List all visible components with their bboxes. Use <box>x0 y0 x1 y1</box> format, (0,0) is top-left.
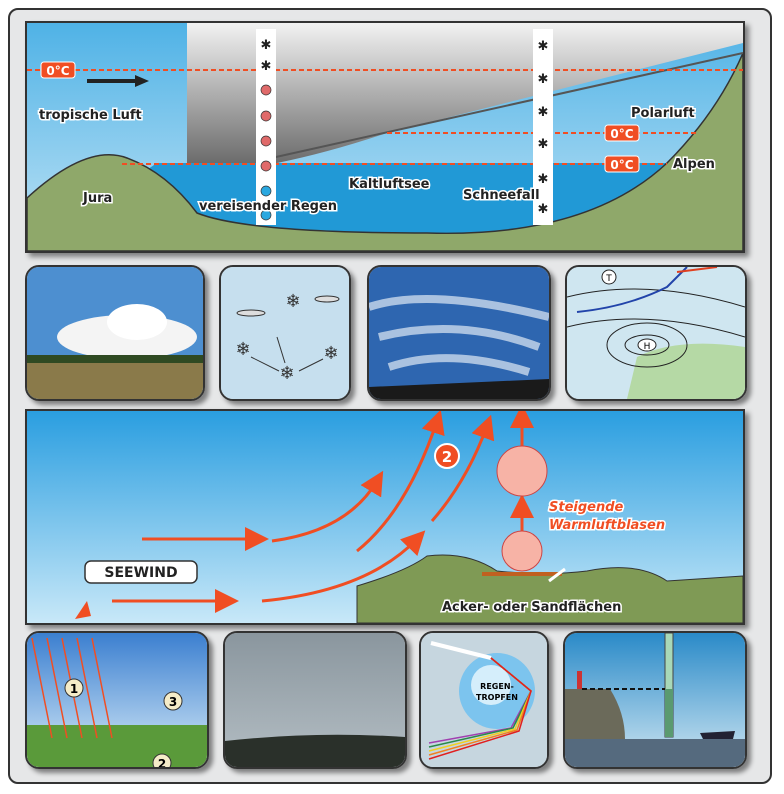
svg-text:0°C: 0°C <box>610 158 633 172</box>
number-3: 3 <box>169 695 177 709</box>
svg-text:✱: ✱ <box>538 72 549 87</box>
svg-text:0°C: 0°C <box>610 127 633 141</box>
label-jura: Jura <box>82 191 112 206</box>
label-cold-air-lake: Kaltluftsee <box>349 177 430 192</box>
svg-text:✱: ✱ <box>538 105 549 120</box>
overcast-photo <box>223 631 407 769</box>
label-snowfall: Schneefall <box>463 188 540 203</box>
svg-text:✱: ✱ <box>261 59 272 74</box>
seewind-label: SEEWIND <box>104 565 177 581</box>
number-2: 2 <box>158 757 166 767</box>
drop-label-1: REGEN- <box>480 682 514 691</box>
svg-text:❄: ❄ <box>235 339 250 360</box>
label-thermals-1: Steigende <box>549 500 624 515</box>
low-pressure-label: T <box>605 274 612 284</box>
svg-text:✱: ✱ <box>538 172 549 187</box>
svg-text:✱: ✱ <box>261 38 272 53</box>
terrain <box>27 52 743 251</box>
label-thermals-2: Warmluftblasen <box>549 518 665 533</box>
label-alps: Alpen <box>673 157 715 172</box>
svg-text:❄: ❄ <box>285 291 300 312</box>
snow-column <box>533 29 553 225</box>
sea-breeze-diagram: 2 Steigende Warmluftblasen Acker- oder S… <box>25 409 745 625</box>
sun-radiation-photo: 1 2 3 <box>25 631 209 769</box>
label-tropical-air: tropische Luft <box>39 108 142 123</box>
sailboat-icon <box>75 601 91 619</box>
number-1: 1 <box>70 682 78 696</box>
temp-tag-2: 0°C <box>604 124 640 142</box>
svg-text:✱: ✱ <box>538 39 549 54</box>
svg-text:✱: ✱ <box>538 137 549 152</box>
cumulus-photo <box>25 265 205 401</box>
svg-text:❄: ❄ <box>323 343 338 364</box>
svg-text:✱: ✱ <box>538 202 549 217</box>
freezing-rain-diagram: ✱ ✱ ✱ ✱ ✱ ✱ ✱ ✱ 0°C 0°C 0°C tropische Luft Pola… <box>25 21 745 253</box>
label-fields: Acker- oder Sandflächen <box>442 600 621 615</box>
rain-column <box>256 29 276 225</box>
snowflake-diagram: ❄ ❄ ❄ ❄ <box>219 265 351 401</box>
step-number: 2 <box>442 448 452 466</box>
svg-text:0°C: 0°C <box>46 64 69 78</box>
label-freezing-rain: vereisender Regen <box>199 199 337 214</box>
high-pressure-label: H <box>644 342 651 352</box>
label-polar-air: Polarluft <box>631 106 695 121</box>
temp-tag-1: 0°C <box>40 61 76 79</box>
storm-cloud <box>187 23 743 163</box>
wind-arrow-icon <box>135 75 149 87</box>
lighthouse-horizon-photo <box>563 631 747 769</box>
svg-text:❄: ❄ <box>279 363 294 384</box>
rainbow-diagram: REGEN- TROPFEN <box>419 631 549 769</box>
temp-tag-3: 0°C <box>604 155 640 173</box>
cirrus-photo <box>367 265 551 401</box>
drop-label-2: TROPFEN <box>476 693 518 702</box>
